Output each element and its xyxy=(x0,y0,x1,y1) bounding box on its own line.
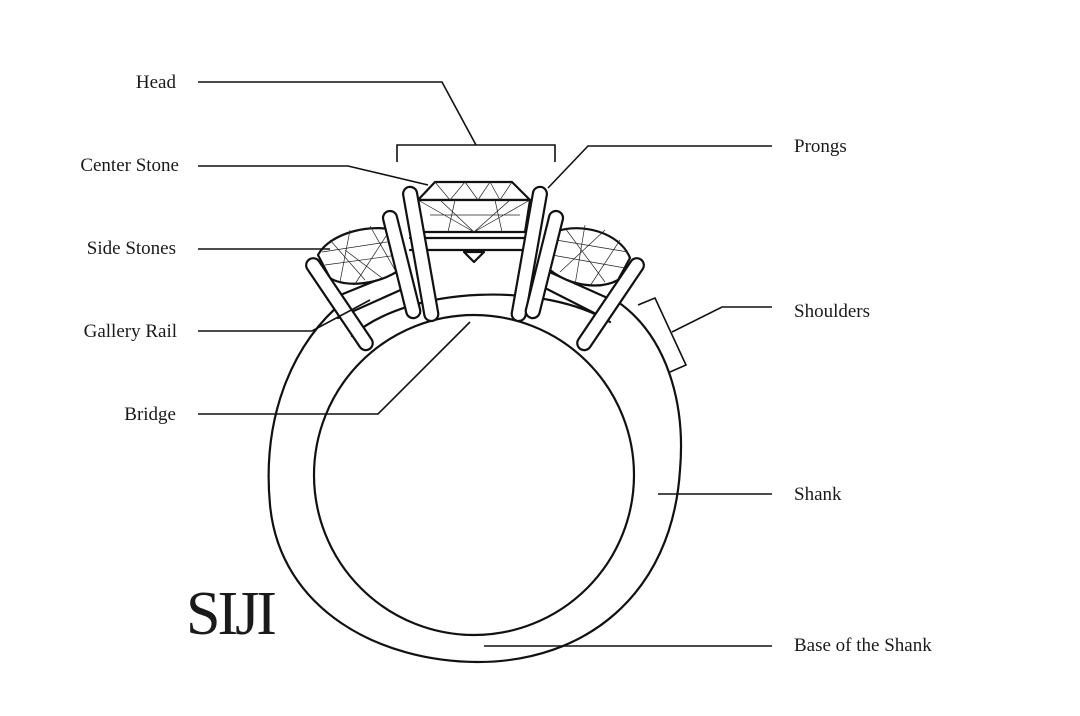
leader-shoulders xyxy=(671,306,772,333)
prong-inner-left-1 xyxy=(381,209,422,320)
part-labels: Head Center Stone Side Stones Gallery Ra… xyxy=(80,72,932,656)
prong-outer-left xyxy=(305,257,374,352)
label-head: Head xyxy=(136,72,177,93)
prong-inner-left-2 xyxy=(402,185,440,323)
leader-lines xyxy=(198,81,772,647)
bridge xyxy=(350,293,612,338)
leader-prongs xyxy=(547,145,772,189)
leader-bridge xyxy=(198,321,471,415)
label-base-of-shank: Base of the Shank xyxy=(794,635,932,656)
prongs xyxy=(305,185,645,352)
side-stone-right xyxy=(548,224,632,287)
head-bracket xyxy=(396,144,556,162)
label-bridge: Bridge xyxy=(124,404,176,425)
prong-inner-right-1 xyxy=(524,209,565,320)
shoulders-bracket xyxy=(637,296,688,373)
label-center-stone: Center Stone xyxy=(80,155,179,176)
prong-outer-right xyxy=(576,257,645,352)
label-shoulders: Shoulders xyxy=(794,301,870,322)
leader-gallery-rail xyxy=(198,299,371,332)
leader-center-stone xyxy=(198,165,429,186)
label-prongs: Prongs xyxy=(794,136,847,157)
label-gallery-rail: Gallery Rail xyxy=(84,321,177,342)
siji-logo: SIJI xyxy=(186,580,275,648)
leader-head xyxy=(198,81,477,146)
ring-shank xyxy=(267,298,683,664)
center-stone xyxy=(416,180,532,264)
prong-inner-right-2 xyxy=(510,185,548,323)
label-shank: Shank xyxy=(794,484,842,505)
label-side-stones: Side Stones xyxy=(87,238,176,259)
